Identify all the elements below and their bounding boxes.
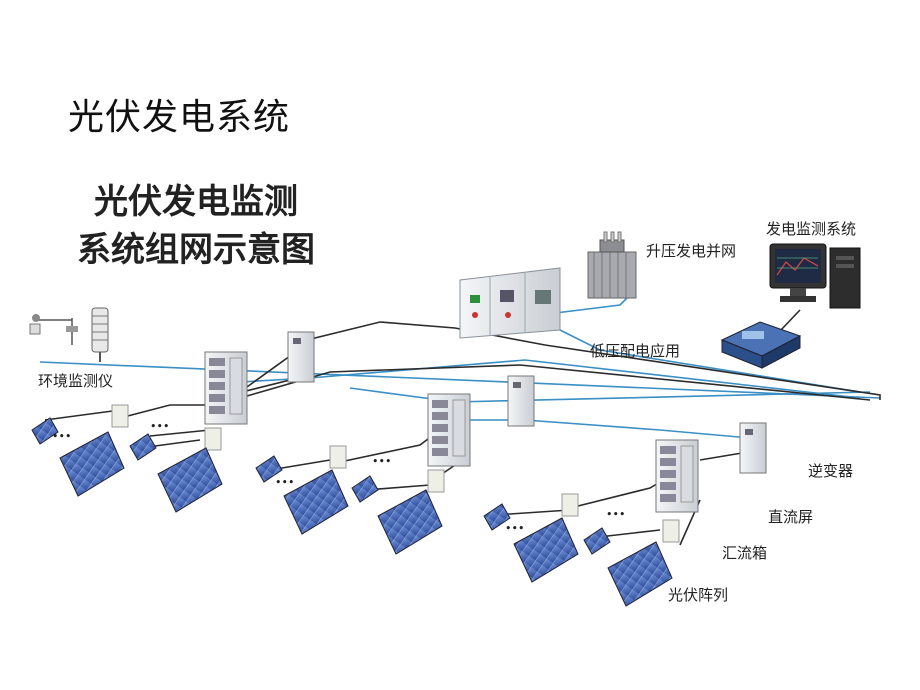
ellipsis-dots: ••• xyxy=(606,508,626,521)
ellipsis-dots: ••• xyxy=(505,522,525,535)
inverter-3 xyxy=(739,422,767,474)
dc-screen-2 xyxy=(427,393,471,467)
ellipsis-dots: ••• xyxy=(150,420,170,433)
switchgear-cabinet xyxy=(459,267,561,339)
diagram-title-line2: 系统组网示意图 xyxy=(77,230,315,270)
ellipsis-dots: ••• xyxy=(52,430,72,443)
dc-screen-1 xyxy=(204,351,248,425)
label-env-monitor: 环境监测仪 xyxy=(38,372,114,390)
label-inverter: 逆变器 xyxy=(808,462,854,480)
label-dc-screen: 直流屏 xyxy=(768,508,814,526)
label-step-up-grid: 升压发电并网 xyxy=(646,242,737,260)
monitoring-computer xyxy=(769,243,861,309)
label-combiner-box: 汇流箱 xyxy=(722,544,768,562)
diagram-title: 光伏发电监测 系统组网示意图 xyxy=(56,178,336,274)
inverter-2 xyxy=(507,375,535,427)
label-pv-array: 光伏阵列 xyxy=(668,586,729,604)
data-collector xyxy=(720,321,802,369)
label-low-voltage: 低压配电应用 xyxy=(590,342,681,360)
env-monitor-device xyxy=(29,307,109,362)
dc-screen-3 xyxy=(655,439,699,513)
inverter-1 xyxy=(287,331,315,383)
transformer xyxy=(587,231,637,299)
slide-title: 光伏发电系统 xyxy=(68,97,291,138)
ellipsis-dots: ••• xyxy=(275,476,295,489)
pv-arrays xyxy=(31,417,673,607)
diagram-title-line1: 光伏发电监测 xyxy=(94,182,298,222)
ellipsis-dots: ••• xyxy=(372,455,392,468)
label-monitoring-system: 发电监测系统 xyxy=(766,220,857,238)
combiner-boxes xyxy=(111,404,680,543)
